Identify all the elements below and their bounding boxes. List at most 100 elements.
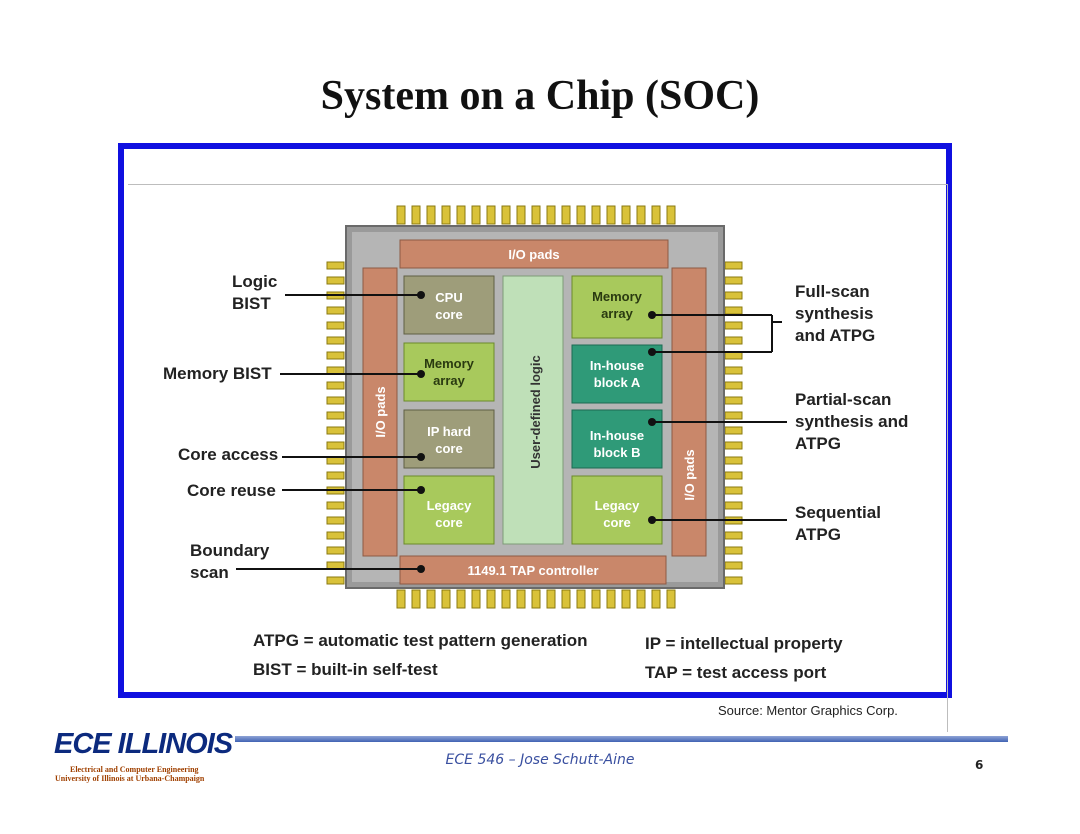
chip-pins	[326, 205, 743, 609]
tap-controller-label: 1149.1 TAP controller	[467, 563, 598, 578]
chip-pin	[546, 205, 556, 225]
core-access-label: Core access	[178, 445, 279, 464]
chip-pin	[326, 411, 345, 420]
chip-pin	[411, 589, 421, 609]
io-pads-top	[399, 239, 669, 269]
source-credit: Source: Mentor Graphics Corp.	[718, 703, 898, 718]
chip-pin	[441, 589, 451, 609]
chip-pin	[396, 589, 406, 609]
chip-pin	[621, 205, 631, 225]
chip-pin	[501, 589, 511, 609]
chip-pin	[531, 205, 541, 225]
chip-pin	[486, 205, 496, 225]
page-number: 6	[975, 758, 984, 772]
chip-pin	[724, 321, 743, 330]
chip-pin	[501, 205, 511, 225]
chip-pin	[724, 486, 743, 495]
chip-pin	[724, 396, 743, 405]
chip-pin	[724, 531, 743, 540]
chip-pin	[326, 471, 345, 480]
university-name: University of Illinois at Urbana-Champai…	[55, 774, 205, 783]
chip-pin	[591, 589, 601, 609]
cpu-core	[403, 275, 495, 335]
slide-title: System on a Chip (SOC)	[320, 73, 760, 119]
chip-pin	[576, 589, 586, 609]
chip-pin	[486, 589, 496, 609]
chip-pin	[326, 261, 345, 270]
chip-pin	[651, 205, 661, 225]
chip-pin	[636, 589, 646, 609]
chip-pin	[576, 205, 586, 225]
chip-pin	[724, 576, 743, 585]
chip-pin	[531, 589, 541, 609]
chip-pin	[326, 546, 345, 555]
chip-pin	[546, 589, 556, 609]
io-pads-right-label: I/O pads	[682, 449, 697, 500]
chip-pin	[724, 411, 743, 420]
inhouse-block-a	[571, 344, 663, 404]
chip-pin	[326, 561, 345, 570]
chip-pin	[456, 589, 466, 609]
chip-pin	[724, 561, 743, 570]
chip-pin	[326, 381, 345, 390]
io-pads-left	[362, 267, 398, 557]
chip-pin	[606, 205, 616, 225]
chip-pin	[724, 471, 743, 480]
chip-pin	[326, 336, 345, 345]
chip-pin	[724, 501, 743, 510]
chip-pin	[606, 589, 616, 609]
legacy-core-right	[571, 475, 663, 545]
ece-illinois-logo: ECE ILLINOIS	[54, 728, 233, 760]
chip-pin	[396, 205, 406, 225]
tap-controller	[399, 555, 667, 585]
chip-pin	[426, 205, 436, 225]
dept-name: Electrical and Computer Engineering	[70, 765, 199, 774]
chip-pin	[326, 516, 345, 525]
chip-pin	[326, 456, 345, 465]
chip-pin	[326, 396, 345, 405]
io-pads-left-label: I/O pads	[373, 386, 388, 437]
chip-pin	[651, 589, 661, 609]
chip-pin	[724, 336, 743, 345]
io-pads-right	[671, 267, 707, 557]
chip-pin	[636, 205, 646, 225]
course-footer: ECE 546 – Jose Schutt-Aine	[445, 752, 635, 768]
chip-pin	[724, 381, 743, 390]
chip-pin	[666, 205, 676, 225]
chip-pin	[724, 261, 743, 270]
chip-pin	[724, 276, 743, 285]
chip-pin	[326, 351, 345, 360]
figure-divider	[128, 184, 948, 185]
legend-ip: IP = intellectual property	[645, 634, 843, 653]
chip-pin	[724, 291, 743, 300]
chip-pin	[326, 426, 345, 435]
footer-bar	[235, 736, 1008, 742]
chip-pin	[471, 205, 481, 225]
chip-pin	[516, 589, 526, 609]
legend-atpg: ATPG = automatic test pattern generation	[253, 631, 588, 650]
chip-pin	[621, 589, 631, 609]
chip-pin	[326, 321, 345, 330]
user-logic-block	[502, 275, 564, 545]
io-pads-top-label: I/O pads	[508, 247, 559, 262]
inhouse-block-b	[571, 409, 663, 469]
chip-pin	[471, 589, 481, 609]
chip-pin	[411, 205, 421, 225]
memory-bist-label: Memory BIST	[163, 364, 272, 383]
chip-pin	[724, 426, 743, 435]
chip-pin	[724, 366, 743, 375]
memory-array-right	[571, 275, 663, 339]
